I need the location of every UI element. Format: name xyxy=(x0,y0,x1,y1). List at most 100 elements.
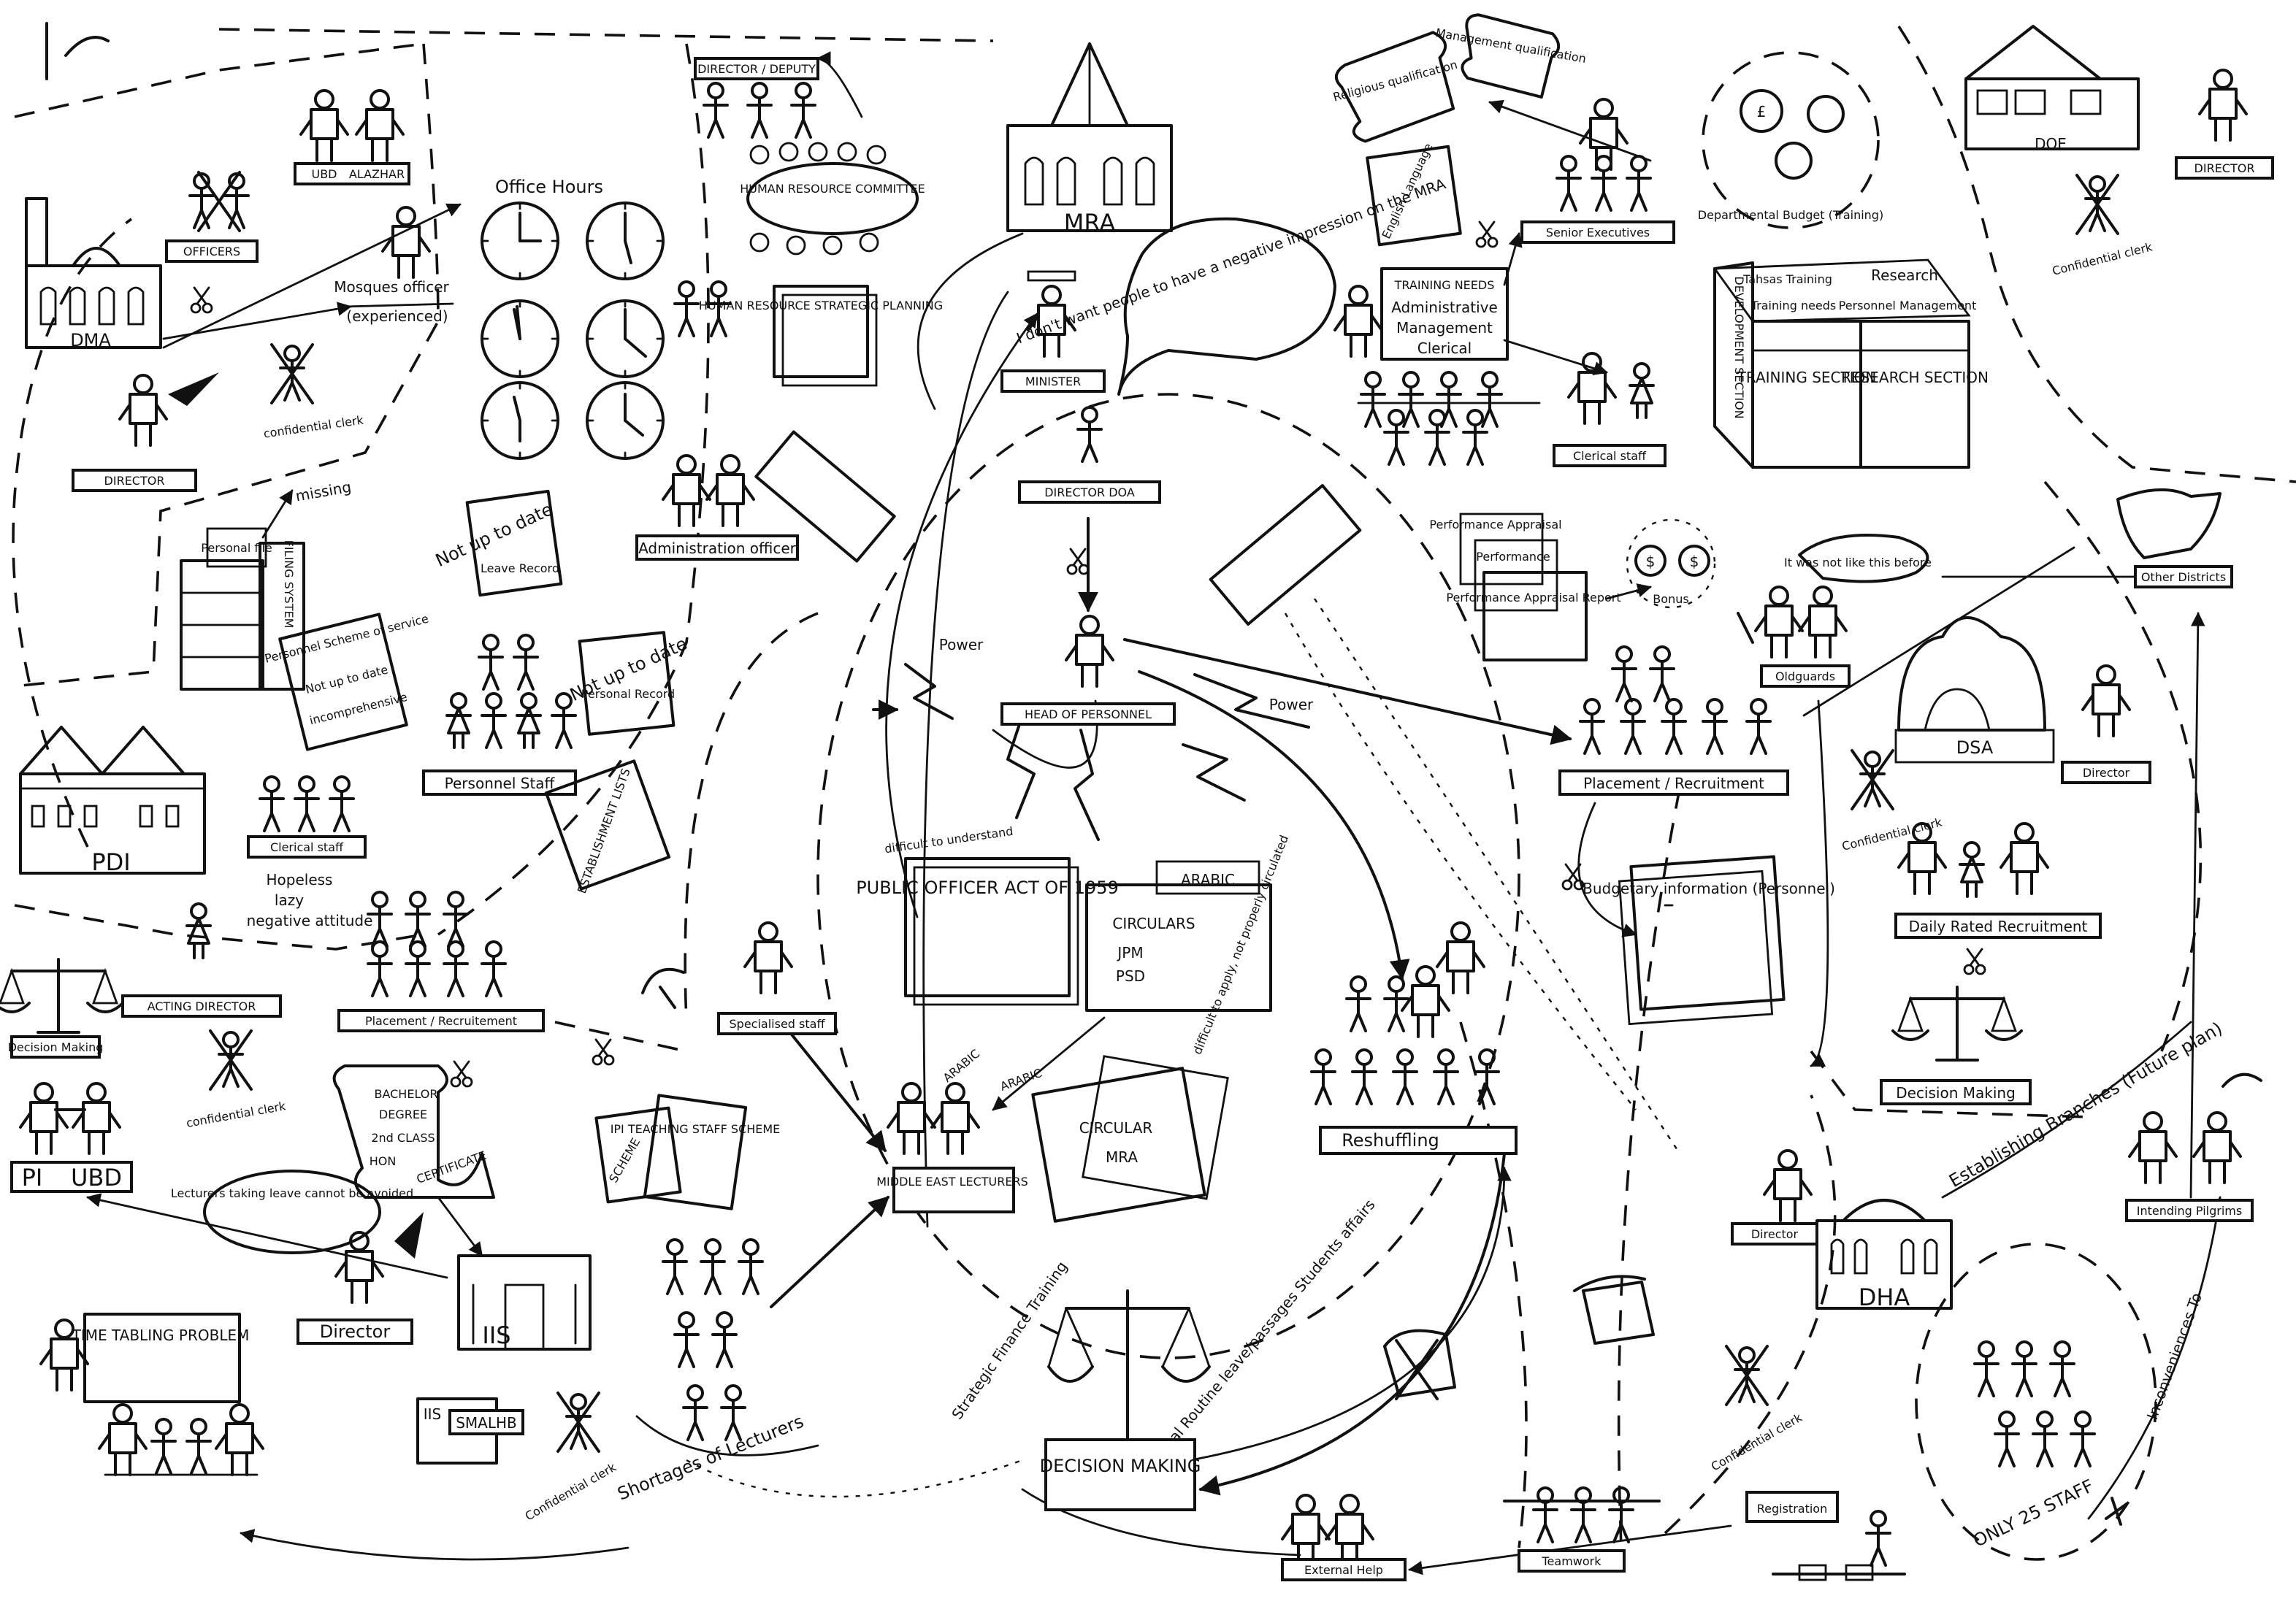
bonus-label: Bonus xyxy=(1653,592,1688,606)
scheme-not-up-to-date-label: Not up to date xyxy=(304,662,389,696)
personal-file-label: Personal file xyxy=(201,541,272,555)
admin-officer-group: Administration officer xyxy=(635,280,799,561)
performance-label: Performance xyxy=(1476,550,1550,564)
dsa-director: Director xyxy=(2061,664,2151,784)
not-like-this-label: It was not like this before xyxy=(1784,556,1932,569)
timetabling-board: TIME TABLING PROBLEM xyxy=(39,1313,264,1476)
training-audience xyxy=(1357,371,1541,466)
doe-label: DOE xyxy=(2035,135,2067,153)
head-of-personnel-label: HEAD OF PERSONNEL xyxy=(1025,707,1152,721)
star-mark xyxy=(2105,1497,2128,1526)
reshuffling-group: Reshuffling xyxy=(1310,921,1518,1155)
leaf-icon xyxy=(64,36,110,57)
pdi-building: PDI xyxy=(19,726,206,876)
experienced-label: (experienced) xyxy=(346,307,448,325)
jpm-label: JPM xyxy=(1116,944,1143,962)
iis-label-2: IIS xyxy=(424,1405,442,1423)
other-districts-label: Other Districts xyxy=(2141,570,2226,584)
minister-label: MINISTER xyxy=(1025,375,1081,388)
acting-director-label: ACTING DIRECTOR xyxy=(148,999,256,1013)
training-section-label: TRAINING SECTION xyxy=(1737,369,1877,386)
only-25-staff-label: ONLY 25 STAFF xyxy=(1970,1475,2097,1551)
difficult-apply-label: difficult to apply, not properly circula… xyxy=(1190,833,1291,1056)
timetabling-label: TIME TABLING PROBLEM xyxy=(72,1327,250,1344)
power-bolts xyxy=(872,663,1310,841)
smalhb-group: IIS SMALHB Confidential clerk xyxy=(416,1392,619,1524)
dsa-building: DSA xyxy=(1894,616,2055,764)
dha-confidential-clerk: Confidential clerk xyxy=(1709,1345,1805,1474)
pdi-decision-scale: Decision Making xyxy=(0,958,124,1059)
leaf-icon-2 xyxy=(2222,1072,2262,1088)
dma-building: DMA xyxy=(25,197,162,350)
doe-confidential-clerk-label: Confidential clerk xyxy=(2051,239,2154,278)
center-decision-scale: Strategic Finance Training Internal Rout… xyxy=(948,1196,1378,1478)
smalhb-confidential-clerk-label: Confidential clerk xyxy=(523,1460,619,1524)
circulars-label: CIRCULARS xyxy=(1112,915,1195,932)
middle-east-lecturers: MIDDLE EAST LECTURERS ARABIC ARABIC xyxy=(876,1046,1044,1213)
bonus-dollar-icon: $ xyxy=(1646,553,1656,570)
middle-east-lecturers-label: MIDDLE EAST LECTURERS xyxy=(876,1175,1028,1189)
personnel-staff-group: Personnel Staff xyxy=(422,634,577,796)
ipi-director: Director xyxy=(296,1231,413,1345)
training-needs-2-label: Training needs xyxy=(1750,299,1837,312)
registration-label: Registration xyxy=(1757,1502,1827,1516)
arabic-1-label: ARABIC xyxy=(1181,871,1235,888)
development-section-label: DEVELOPMENT SECTION xyxy=(1732,276,1746,418)
admin-officer-label: Administration officer xyxy=(638,540,797,557)
east-clerical-staff: Clerical staff xyxy=(1553,352,1666,467)
hr-committee-label: HUMAN RESOURCE COMMITTEE xyxy=(740,182,925,196)
development-section-cube: DEVELOPMENT SECTION Tahsas Training Trai… xyxy=(1713,258,1989,469)
office-hours-clocks: Office Hours xyxy=(481,177,665,460)
placement-recruitement-label: Placement / Recruitement xyxy=(365,1014,517,1028)
daily-rated-recruitment: Daily Rated Recruitment xyxy=(1894,822,2102,939)
bonus-bags: $ $ Bonus xyxy=(1626,518,1716,609)
leave-record-label: Leave Record xyxy=(481,561,559,575)
pi-label: PI xyxy=(22,1164,43,1191)
management-qualification-label: Management qualification xyxy=(1434,26,1587,66)
power-1-label: Power xyxy=(939,636,984,653)
director-deputy-label: DIRECTOR / DEPUTY xyxy=(697,62,816,76)
external-help-group: External Help xyxy=(1281,1494,1407,1581)
english-language-doc: English Language xyxy=(1366,141,1462,247)
officers-label: OFFICERS xyxy=(183,245,240,258)
clerical-label: Clerical xyxy=(1417,339,1472,357)
pdi-confidential-clerk-label: confidential clerk xyxy=(185,1099,287,1130)
teamwork-group: Teamwork xyxy=(1503,1486,1661,1573)
boundary-lines xyxy=(12,26,2296,1548)
training-needs-board: TRAINING NEEDS Administrative Management… xyxy=(1333,267,1509,361)
filing-cabinet: Personal file FILING SYSTEM missing xyxy=(180,478,353,691)
cert-bachelor-label: BACHELOR xyxy=(374,1087,437,1101)
senior-executives-label: Senior Executives xyxy=(1546,226,1650,239)
dma-confidential-clerk-label: confidential clerk xyxy=(263,412,365,440)
director-doa-label: DIRECTOR DOA xyxy=(1044,485,1135,499)
dha-label: DHA xyxy=(1859,1283,1910,1311)
performance-appraisal-label: Performance Appraisal xyxy=(1429,518,1561,531)
pdi-clerical-staff-label: Clerical staff xyxy=(270,840,344,854)
personnel-management-label: Personnel Management xyxy=(1839,299,1977,312)
mosques-officer-group: Mosques officer (experienced) xyxy=(334,206,454,325)
external-help-label: External Help xyxy=(1304,1563,1383,1577)
other-districts: Other Districts xyxy=(2116,488,2233,588)
gate-shapes xyxy=(754,430,1362,626)
iis-building: IIS xyxy=(457,1254,592,1351)
tahsas-training-label: Tahsas Training xyxy=(1742,272,1832,286)
mosques-officer-label: Mosques officer xyxy=(334,278,449,296)
religious-qualification-label: Religious qualification xyxy=(1331,58,1458,104)
power-2-label: Power xyxy=(1269,696,1314,713)
director-deputy-box: DIRECTOR / DEPUTY xyxy=(694,57,819,139)
pdi-acting-director: ACTING DIRECTOR xyxy=(121,902,282,1018)
personal-record-doc: Personal Record Not up to date xyxy=(567,631,690,736)
center-decision-making-box: DECISION MAKING xyxy=(1040,1438,1201,1511)
dha-confidential-clerk-label: Confidential clerk xyxy=(1709,1410,1805,1474)
flow-arrows xyxy=(86,51,2225,1575)
inconveniences-label: Inconveniences To xyxy=(2143,1291,2205,1422)
leave-record-doc: Leave Record Not up to date xyxy=(432,489,563,597)
dma-director: DIRECTOR xyxy=(72,372,219,492)
establishment-lists-label: ESTABLISHMENT LISTS xyxy=(575,767,633,896)
budgetary-info-label: Budgetary information (Personnel) xyxy=(1583,880,1835,897)
senior-executives: Senior Executives xyxy=(1520,98,1675,244)
dma-confidential-clerk: confidential clerk xyxy=(263,343,365,441)
center-decision-making-label: DECISION MAKING xyxy=(1040,1456,1201,1476)
daily-rated-label: Daily Rated Recruitment xyxy=(1909,918,2088,935)
